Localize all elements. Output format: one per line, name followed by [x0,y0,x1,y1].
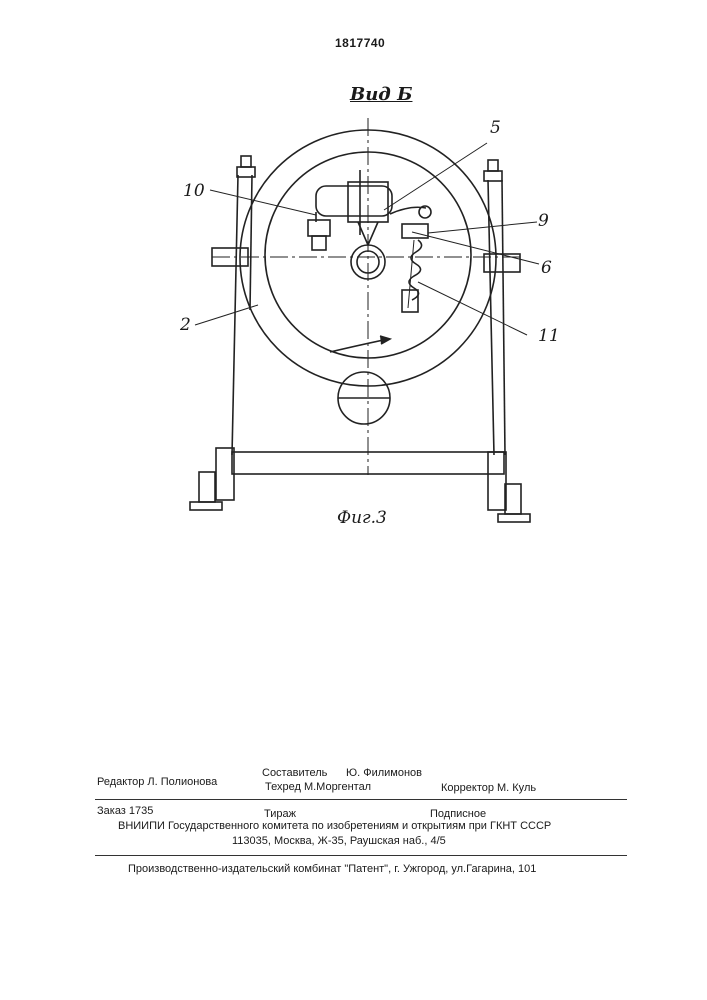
callout-5: 5 [490,118,501,138]
callout-10: 10 [183,181,205,201]
figure-caption: Фиг.3 [337,508,387,528]
rotation-arrow [330,339,388,352]
callout-9: 9 [538,211,549,231]
callout-11: 11 [538,326,560,346]
callout-6: 6 [541,258,552,278]
callout-2: 2 [180,315,191,335]
rule-top [95,799,627,800]
subscription: Подписное [430,808,486,820]
circulation: Тираж [264,808,296,820]
proofreader-name: М. Куль [497,782,536,794]
address-line: 113035, Москва, Ж-35, Раушская наб., 4/5 [232,835,446,847]
rule-bottom [95,855,627,856]
publisher-line: Производственно-издательский комбинат "П… [128,863,536,875]
editor: Редактор Л. Полионова [97,776,217,788]
proofreader-label: Корректор [441,782,494,794]
compiler-label: Составитель [262,767,327,779]
order-number: Заказ 1735 [97,805,153,817]
tech-editor: Техред М.Моргентал [265,781,371,793]
vniipi-line: ВНИИПИ Государственного комитета по изоб… [118,820,551,832]
compiler-name: Ю. Филимонов [346,767,422,779]
